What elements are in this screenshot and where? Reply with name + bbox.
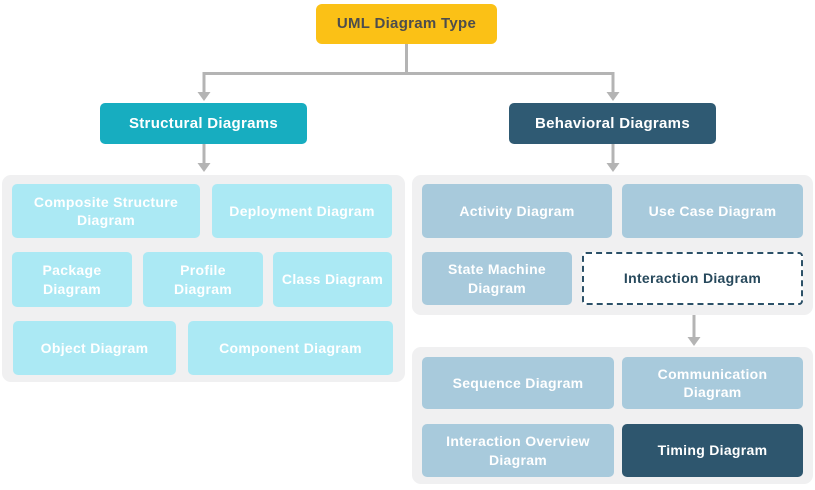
structural-diagrams-node: Structural Diagrams [100,103,307,144]
composite-structure-diagram-node: Composite Structure Diagram [12,184,200,238]
use-case-diagram-node: Use Case Diagram [622,184,803,238]
branch-line [202,72,615,93]
deployment-diagram-node: Deployment Diagram [212,184,392,238]
object-diagram-node: Object Diagram [13,321,176,375]
interaction-diagram-node: Interaction Diagram [582,252,803,305]
arrow-to-interaction-panel-icon [687,337,701,346]
timing-diagram-node: Timing Diagram [622,424,803,477]
component-diagram-node: Component Diagram [188,321,393,375]
package-diagram-node: Package Diagram [12,252,132,307]
arrow-to-behavioral-icon [606,92,620,101]
arrow-to-structural-icon [197,92,211,101]
interaction-overview-diagram-node: Interaction Overview Diagram [422,424,614,477]
activity-diagram-node: Activity Diagram [422,184,612,238]
arrow-to-structural-panel-icon [197,163,211,172]
profile-diagram-node: Profile Diagram [143,252,263,307]
arrow-to-behavioral-panel-icon [606,163,620,172]
uml-diagram-type-node: UML Diagram Type [316,4,497,44]
behavioral-diagrams-node: Behavioral Diagrams [509,103,716,144]
sequence-diagram-node: Sequence Diagram [422,357,614,409]
communication-diagram-node: Communication Diagram [622,357,803,409]
state-machine-diagram-node: State Machine Diagram [422,252,572,305]
class-diagram-node: Class Diagram [273,252,392,307]
